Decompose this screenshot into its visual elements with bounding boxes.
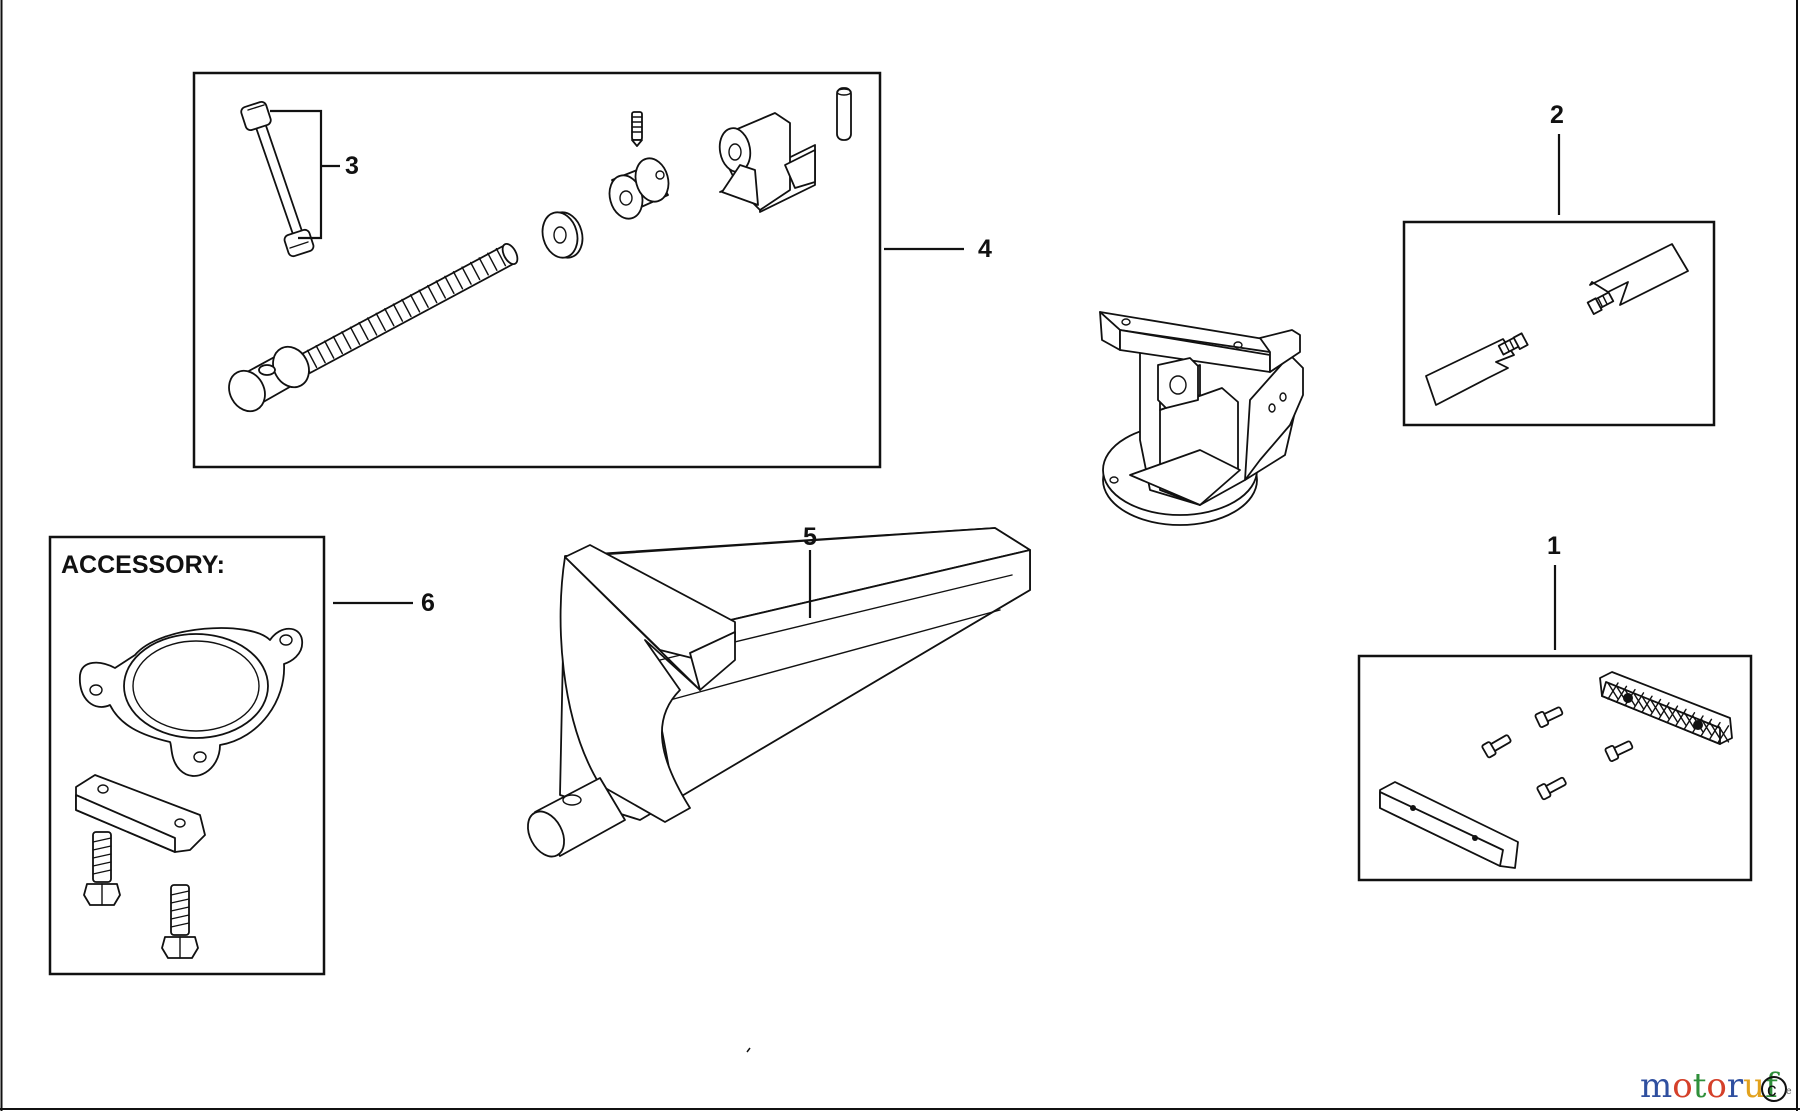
callout-1: 1 bbox=[1547, 532, 1561, 560]
watermark-letter: u bbox=[1743, 1066, 1765, 1106]
callout-4: 4 bbox=[978, 235, 992, 263]
watermark-letter: f bbox=[1765, 1066, 1780, 1106]
washer bbox=[541, 211, 584, 259]
screw-thread-line bbox=[427, 284, 438, 304]
swivel-base-ring bbox=[79, 627, 303, 777]
hex-bolt bbox=[161, 884, 199, 959]
jaw-screw bbox=[1604, 740, 1634, 762]
screw-thread-line bbox=[461, 266, 472, 285]
part-group-6-frame bbox=[48, 535, 326, 976]
lower-jaw-insert bbox=[1425, 332, 1529, 406]
jaw-screw bbox=[1536, 776, 1567, 801]
screw-thread-line bbox=[315, 345, 326, 364]
screw-thread-line bbox=[332, 335, 344, 355]
jaw-screw bbox=[1481, 734, 1512, 759]
clamp-plate bbox=[75, 774, 206, 853]
svg-text:motoruf: motoruf bbox=[1640, 1066, 1780, 1106]
screw-thread-line bbox=[358, 321, 369, 341]
collar bbox=[608, 157, 670, 220]
callout-5: 5 bbox=[803, 523, 817, 551]
screw-thread-line bbox=[375, 312, 386, 332]
copyright-icon bbox=[1761, 1076, 1787, 1102]
hex-bolt bbox=[83, 831, 121, 906]
screw-thread-line bbox=[324, 340, 335, 359]
screw-thread-line bbox=[306, 349, 318, 369]
copyright-c: c bbox=[1767, 1080, 1777, 1101]
part-group-2: 2 bbox=[1402, 101, 1716, 427]
knurl-line bbox=[1717, 725, 1730, 743]
part-group-4: 3 bbox=[192, 71, 992, 469]
motoruf-watermark: motoruf c e bbox=[1640, 1066, 1792, 1106]
plain-jaw-face bbox=[1379, 781, 1519, 869]
screw-thread-line bbox=[478, 257, 489, 276]
screw-thread-line bbox=[469, 261, 481, 281]
handle-rod bbox=[240, 100, 315, 258]
screw-thread-line bbox=[384, 308, 395, 327]
part-group-2-frame bbox=[1402, 220, 1716, 427]
watermark-letter: r bbox=[1727, 1066, 1744, 1106]
part-group-1-frame bbox=[1357, 654, 1753, 882]
callout-3-bracket bbox=[270, 109, 323, 240]
knurled-jaw-face bbox=[1599, 671, 1733, 745]
screw-thread-line bbox=[487, 252, 498, 271]
pin bbox=[836, 87, 852, 141]
accessory-label: ACCESSORY: bbox=[61, 551, 225, 579]
screw-thread-line bbox=[401, 298, 412, 318]
watermark-letter: m bbox=[1640, 1066, 1672, 1106]
screw-thread-line bbox=[366, 317, 378, 336]
watermark-trailing: e bbox=[1786, 1086, 1792, 1097]
screw-thread-line bbox=[435, 280, 447, 299]
jaw-face-screw-hole bbox=[1623, 693, 1633, 703]
stray-mark bbox=[746, 1047, 751, 1053]
set-screw bbox=[631, 111, 643, 147]
callout-3: 3 bbox=[345, 152, 359, 180]
callout-2: 2 bbox=[1550, 101, 1564, 129]
movable-jaw: 5 bbox=[527, 523, 1031, 858]
screw-thread-line bbox=[349, 326, 361, 345]
screw-thread-line bbox=[409, 294, 421, 313]
jaw-screw bbox=[1534, 706, 1564, 728]
watermark-letter: o bbox=[1672, 1066, 1692, 1106]
jaw-face-screw-hole bbox=[1693, 720, 1703, 730]
main-screw bbox=[228, 242, 519, 413]
part-group-1: 1 bbox=[1357, 532, 1753, 882]
screw-thread-line bbox=[452, 271, 464, 290]
screw-thread-line bbox=[418, 289, 429, 308]
screw-thread-line bbox=[341, 331, 352, 350]
screw-thread-line bbox=[444, 275, 455, 295]
screw-thread-line bbox=[495, 247, 507, 267]
watermark-letter: o bbox=[1706, 1066, 1726, 1106]
callout-6: 6 bbox=[421, 589, 435, 617]
screw-thread-line bbox=[392, 303, 404, 322]
vise-body bbox=[1099, 311, 1304, 526]
nut-block bbox=[718, 112, 816, 213]
part-group-4-frame bbox=[192, 71, 882, 469]
part-group-6: ACCESSORY: 6 bbox=[48, 535, 435, 976]
watermark-letter: t bbox=[1693, 1066, 1707, 1106]
upper-jaw-insert bbox=[1586, 243, 1689, 315]
